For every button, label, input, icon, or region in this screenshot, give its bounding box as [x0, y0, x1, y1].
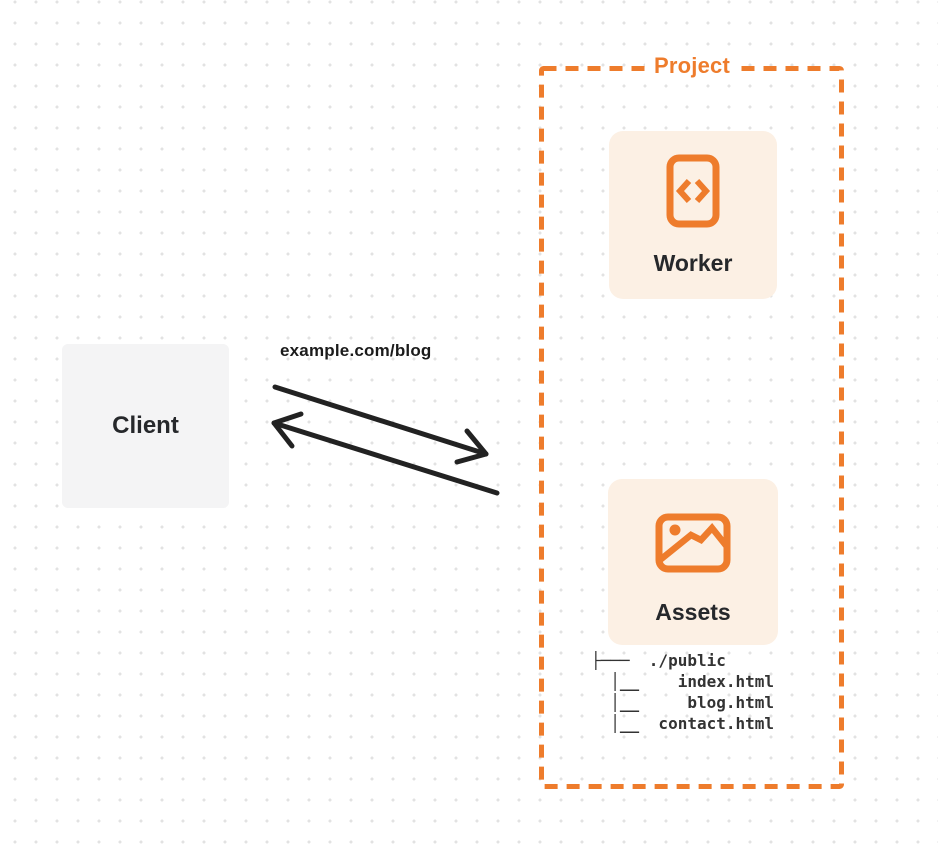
assets-label: Assets: [655, 599, 731, 625]
response-arrow: [271, 411, 500, 496]
request-arrow: [272, 384, 489, 465]
worker-node: Worker: [609, 131, 777, 299]
code-file-icon: [666, 154, 720, 228]
request-url-label: example.com/blog: [280, 341, 432, 360]
client-node: Client: [62, 344, 229, 508]
client-label: Client: [112, 412, 179, 439]
worker-label: Worker: [653, 250, 733, 276]
image-icon: [655, 513, 731, 573]
project-label: Project: [645, 53, 739, 79]
file-tree: ├─── ./public │__ index.html │__ blog.ht…: [591, 651, 775, 733]
assets-node: Assets: [608, 479, 778, 645]
